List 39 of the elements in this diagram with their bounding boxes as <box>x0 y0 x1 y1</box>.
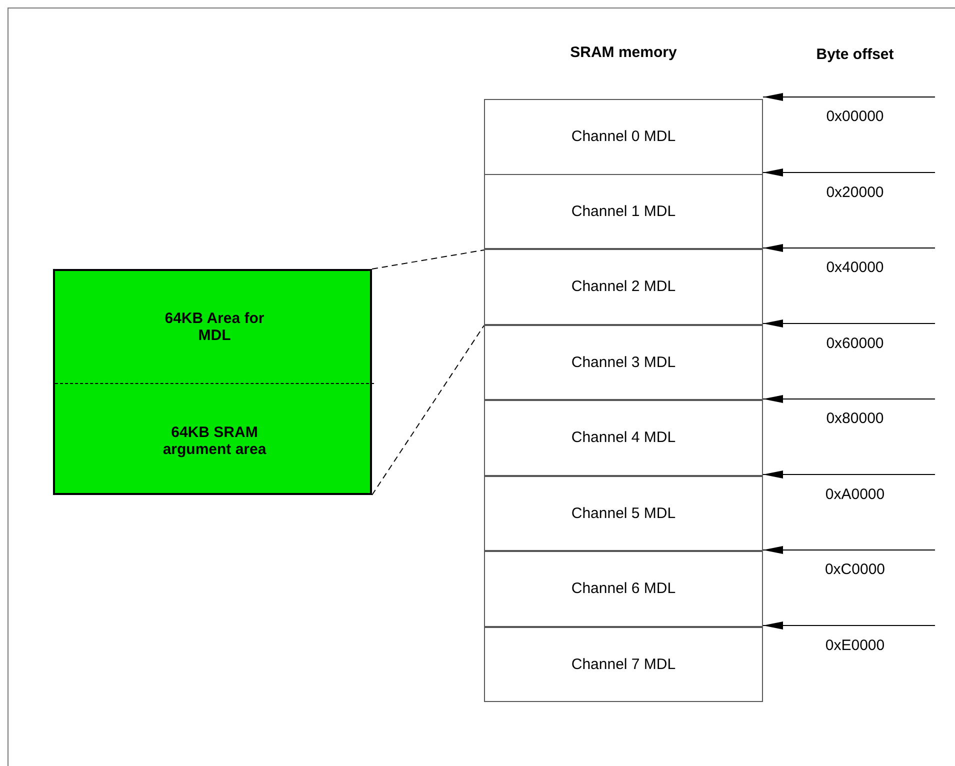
column-heading: SRAM memory <box>570 44 677 61</box>
memory-block <box>484 324 763 400</box>
memory-block <box>484 626 763 702</box>
memory-block <box>484 249 763 324</box>
offset-arrow <box>762 93 936 101</box>
region-label: 64KB SRAM argument area <box>162 424 268 458</box>
offset-arrow <box>762 395 936 403</box>
offset-arrow <box>762 546 936 554</box>
offset-arrow <box>762 470 936 478</box>
offset-label: 0x40000 <box>825 259 885 276</box>
offset-label: 0x20000 <box>825 184 885 200</box>
region-label: 64KB Area for MDL <box>164 310 266 344</box>
block-label: Channel 4 MDL <box>571 429 676 446</box>
memory-area-box <box>53 269 372 495</box>
offset-arrow <box>762 244 936 252</box>
block-label: Channel 5 MDL <box>571 504 676 522</box>
zoom-line <box>372 325 484 496</box>
block-label: Channel 0 MDL <box>571 128 676 146</box>
block-label: Channel 7 MDL <box>571 656 676 673</box>
offset-arrow <box>762 320 936 328</box>
offset-arrow <box>762 622 936 630</box>
block-label: Channel 2 MDL <box>571 278 676 296</box>
block-label: Channel 6 MDL <box>571 580 676 598</box>
offset-label: 0x80000 <box>825 410 885 427</box>
offset-label: 0x60000 <box>825 334 885 352</box>
memory-block <box>484 400 763 476</box>
offset-label: 0xE0000 <box>824 636 886 654</box>
column-heading: Byte offset <box>815 46 895 63</box>
memory-block <box>484 476 763 551</box>
memory-block <box>484 99 763 174</box>
offset-label: 0xA0000 <box>824 486 886 502</box>
block-label: Channel 3 MDL <box>571 354 676 371</box>
memory-block <box>484 174 763 249</box>
offset-label: 0x00000 <box>825 108 885 125</box>
block-label: Channel 1 MDL <box>571 202 676 220</box>
offset-label: 0xC0000 <box>824 561 886 578</box>
zoom-line <box>372 250 484 270</box>
offset-arrow <box>762 168 936 176</box>
memory-block <box>484 551 763 626</box>
